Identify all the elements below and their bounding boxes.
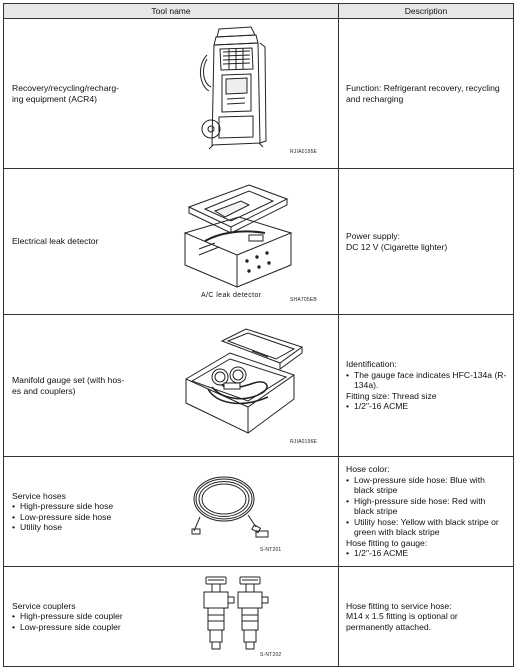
description-cell: Power supply: DC 12 V (Cigarette lighter… bbox=[338, 168, 514, 315]
figure-caption: A/C leak detector bbox=[201, 292, 262, 299]
list-item: Low-pressure side hose bbox=[12, 512, 130, 523]
header-tool-name: Tool name bbox=[3, 3, 339, 19]
table-row: Service hoses High-pressure side hose Lo… bbox=[3, 456, 514, 567]
tool-table: Tool name Description Recovery/recycling… bbox=[3, 3, 514, 667]
figure-code: SHA705EB bbox=[290, 297, 317, 303]
list-item: Low-pressure side hose: Blue with black … bbox=[346, 475, 507, 496]
description-cell: Hose color: Low-pressure side hose: Blue… bbox=[338, 456, 514, 567]
tool-sublist: High-pressure side hose Low-pressure sid… bbox=[12, 501, 130, 533]
figure-code: S-NT202 bbox=[260, 652, 282, 658]
description-heading: Identification: bbox=[346, 359, 397, 370]
description-cell: Identification: The gauge face indicates… bbox=[338, 314, 514, 457]
tool-name: Manifold gauge set (with hos-es and coup… bbox=[12, 375, 125, 396]
service-coupler-icon bbox=[203, 576, 269, 650]
description-text: Function: Refrigerant recovery, recyclin… bbox=[346, 83, 500, 104]
description-cell: Hose fitting to service hose: M14 x 1.5 … bbox=[338, 566, 514, 667]
list-item: High-pressure side coupler bbox=[12, 611, 130, 622]
tool-name: Recovery/recycling/recharg-ing equipment… bbox=[12, 83, 119, 104]
tool-name-cell: Electrical leak detector A/C le bbox=[3, 168, 339, 315]
table-row: Electrical leak detector A/C le bbox=[3, 168, 514, 315]
tool-name-block: Service couplers High-pressure side coup… bbox=[12, 567, 130, 666]
figure-code: S-NT201 bbox=[260, 547, 282, 553]
tool-name-block: Service hoses High-pressure side hose Lo… bbox=[12, 457, 130, 566]
tool-name: Service hoses bbox=[12, 490, 66, 501]
list-item: Utility hose bbox=[12, 522, 130, 533]
tool-name: Electrical leak detector bbox=[12, 236, 99, 247]
tool-name-cell: Service couplers High-pressure side coup… bbox=[3, 566, 339, 667]
list-item: High-pressure side hose bbox=[12, 501, 130, 512]
list-item: Low-pressure side coupler bbox=[12, 622, 130, 633]
description-line: DC 12 V (Cigarette lighter) bbox=[346, 241, 448, 252]
description-heading: Fitting size: Thread size bbox=[346, 390, 437, 401]
figure-code: RJIA0196E bbox=[290, 439, 318, 445]
description-list: 1/2"-16 ACME bbox=[346, 548, 507, 559]
tool-name-cell: Recovery/recycling/recharg-ing equipment… bbox=[3, 18, 339, 169]
list-item: The gauge face indicates HFC-134a (R-134… bbox=[346, 370, 507, 391]
description-heading: Hose fitting to gauge: bbox=[346, 537, 428, 548]
list-item: 1/2"-16 ACME bbox=[346, 401, 507, 412]
list-item: Utility hose: Yellow with black stripe o… bbox=[346, 517, 507, 538]
tool-sublist: High-pressure side coupler Low-pressure … bbox=[12, 611, 130, 632]
description-list: 1/2"-16 ACME bbox=[346, 401, 507, 412]
list-item: 1/2"-16 ACME bbox=[346, 548, 507, 559]
header-description: Description bbox=[338, 3, 514, 19]
leak-detector-case-icon bbox=[183, 184, 293, 288]
table-row: Manifold gauge set (with hos-es and coup… bbox=[3, 314, 514, 457]
tool-name-cell: Manifold gauge set (with hos-es and coup… bbox=[3, 314, 339, 457]
recovery-recharging-machine-icon bbox=[200, 26, 267, 150]
description-list: Low-pressure side hose: Blue with black … bbox=[346, 475, 507, 538]
description-list: The gauge face indicates HFC-134a (R-134… bbox=[346, 370, 507, 391]
tool-name: Service couplers bbox=[12, 600, 76, 611]
description-line: Hose fitting to service hose: bbox=[346, 600, 452, 611]
figure-code: RJIA0195E bbox=[290, 149, 318, 155]
manifold-gauge-case-icon bbox=[184, 328, 304, 434]
table-row: Service couplers High-pressure side coup… bbox=[3, 566, 514, 667]
tool-name-cell: Service hoses High-pressure side hose Lo… bbox=[3, 456, 339, 567]
table-row: Recovery/recycling/recharg-ing equipment… bbox=[3, 18, 514, 169]
list-item: High-pressure side hose: Red with black … bbox=[346, 496, 507, 517]
description-line: M14 x 1.5 fitting is optional or permane… bbox=[346, 611, 458, 632]
description-cell: Function: Refrigerant recovery, recyclin… bbox=[338, 18, 514, 169]
description-line: Power supply: bbox=[346, 231, 400, 241]
description-heading: Hose color: bbox=[346, 464, 390, 475]
coiled-hose-icon bbox=[191, 476, 269, 538]
